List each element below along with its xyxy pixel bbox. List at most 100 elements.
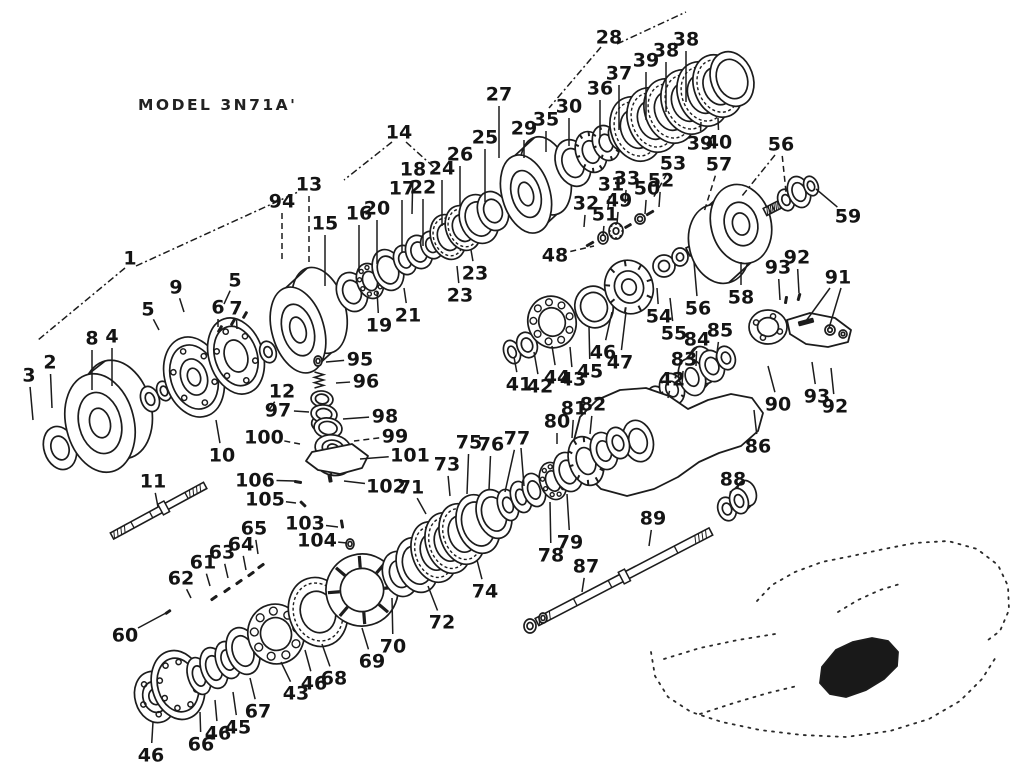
part-number-label: 80 [544, 411, 570, 433]
leader-line [588, 325, 591, 360]
leader-line [249, 677, 256, 700]
leader-line [815, 188, 838, 208]
part-number-label: 23 [447, 285, 473, 307]
part-number-label: 89 [640, 508, 666, 530]
part-number-label: 85 [707, 320, 733, 342]
leader-line [488, 455, 492, 491]
part-number-label: 66 [188, 734, 214, 756]
part-number-label: 40 [706, 132, 732, 154]
part-bolt-icon [624, 223, 632, 229]
part-ring-icon [313, 355, 323, 367]
part-number-label: 13 [296, 174, 322, 196]
part-ring-icon [573, 285, 615, 329]
part-bolt-icon [230, 318, 236, 326]
part-number-label: 14 [386, 122, 412, 144]
part-number-label: 29 [511, 118, 537, 140]
car-body-outline-icon [650, 651, 997, 738]
part-number-label: 8 [85, 328, 98, 350]
leader-line [703, 175, 717, 213]
part-bolt-icon [223, 586, 231, 594]
leader-line [411, 180, 414, 215]
leader-line [285, 500, 297, 504]
part-number-label: 96 [353, 371, 379, 393]
leader-line [232, 691, 238, 716]
part-number-label: 75 [456, 432, 482, 454]
car-body-outline-icon [837, 582, 904, 613]
leader-line [321, 643, 331, 667]
part-number-label: 68 [321, 668, 347, 690]
part-number-label: 60 [112, 625, 138, 647]
leader-line [589, 415, 593, 435]
part-bolt-icon [164, 609, 172, 615]
model-title: MODEL 3N71A' [138, 96, 297, 114]
part-bolt-icon [339, 519, 345, 529]
part-number-label: 91 [825, 267, 851, 289]
part-number-label: 5 [228, 270, 241, 292]
leader-line [620, 311, 627, 351]
part-number-label: 88 [720, 469, 746, 491]
leader-line [648, 529, 653, 547]
leader-line [214, 699, 218, 722]
part-one-way-clutch-icon [325, 553, 399, 627]
part-number-label: 65 [241, 518, 267, 540]
part-number-label: 9 [169, 277, 182, 299]
part-number-label: 83 [671, 349, 697, 371]
part-number-label: 36 [587, 78, 613, 100]
leader-line [571, 419, 574, 439]
leader-line [338, 541, 348, 544]
part-number-label: 2 [43, 352, 56, 374]
leader-line [729, 490, 732, 495]
part-number-label: 15 [312, 213, 338, 235]
part-bolt-icon [210, 594, 218, 602]
part-bolt-icon [299, 500, 307, 508]
part-number-label: 42 [527, 376, 553, 398]
part-number-label: 78 [538, 545, 564, 567]
part-number-label: 38 [673, 29, 699, 51]
leader-line [403, 287, 407, 304]
part-bolt-icon [293, 479, 303, 485]
leader-line [353, 437, 380, 442]
leader-line [781, 155, 787, 193]
leader-line [178, 298, 185, 313]
part-ring-icon [258, 340, 278, 364]
part-number-label: 105 [245, 489, 285, 511]
leader-line [767, 365, 776, 393]
part-number-label: 31 [598, 174, 624, 196]
part-spring-icon [311, 371, 327, 389]
part-number-label: 43 [560, 369, 586, 391]
part-number-label: 73 [434, 454, 460, 476]
part-number-label: 52 [648, 170, 674, 192]
part-number-label: 23 [462, 263, 488, 285]
part-number-label: 53 [660, 153, 686, 175]
part-number-label: 32 [573, 193, 599, 215]
part-number-label: 55 [661, 323, 687, 345]
leader-line [520, 447, 525, 487]
leader-line [566, 493, 570, 531]
car-body-outline-icon [756, 540, 1010, 644]
leader-line [205, 573, 211, 587]
leader-line-layer [29, 11, 842, 744]
part-number-label: 4 [105, 326, 118, 348]
part-number-label: 103 [285, 513, 325, 535]
leader-line [376, 290, 380, 314]
part-number-label: 1 [123, 248, 136, 270]
part-number-label: 92 [822, 396, 848, 418]
leader-line [570, 245, 595, 253]
part-ring-icon [515, 331, 539, 359]
part-number-label: 94 [269, 191, 295, 213]
part-number-label: 99 [382, 426, 408, 448]
part-number-label: 24 [429, 158, 455, 180]
part-drum-icon [269, 266, 349, 374]
part-number-label: 86 [745, 436, 771, 458]
part-number-label: 38 [653, 40, 679, 62]
part-bolt-icon [217, 325, 223, 333]
part-ring-icon [523, 618, 537, 634]
part-number-label: 93 [765, 257, 791, 279]
part-number-label: 51 [592, 204, 618, 226]
part-number-label: 74 [472, 581, 498, 603]
part-number-label: 46 [205, 723, 231, 745]
leader-line [624, 189, 627, 204]
part-bolt-icon [247, 570, 255, 578]
